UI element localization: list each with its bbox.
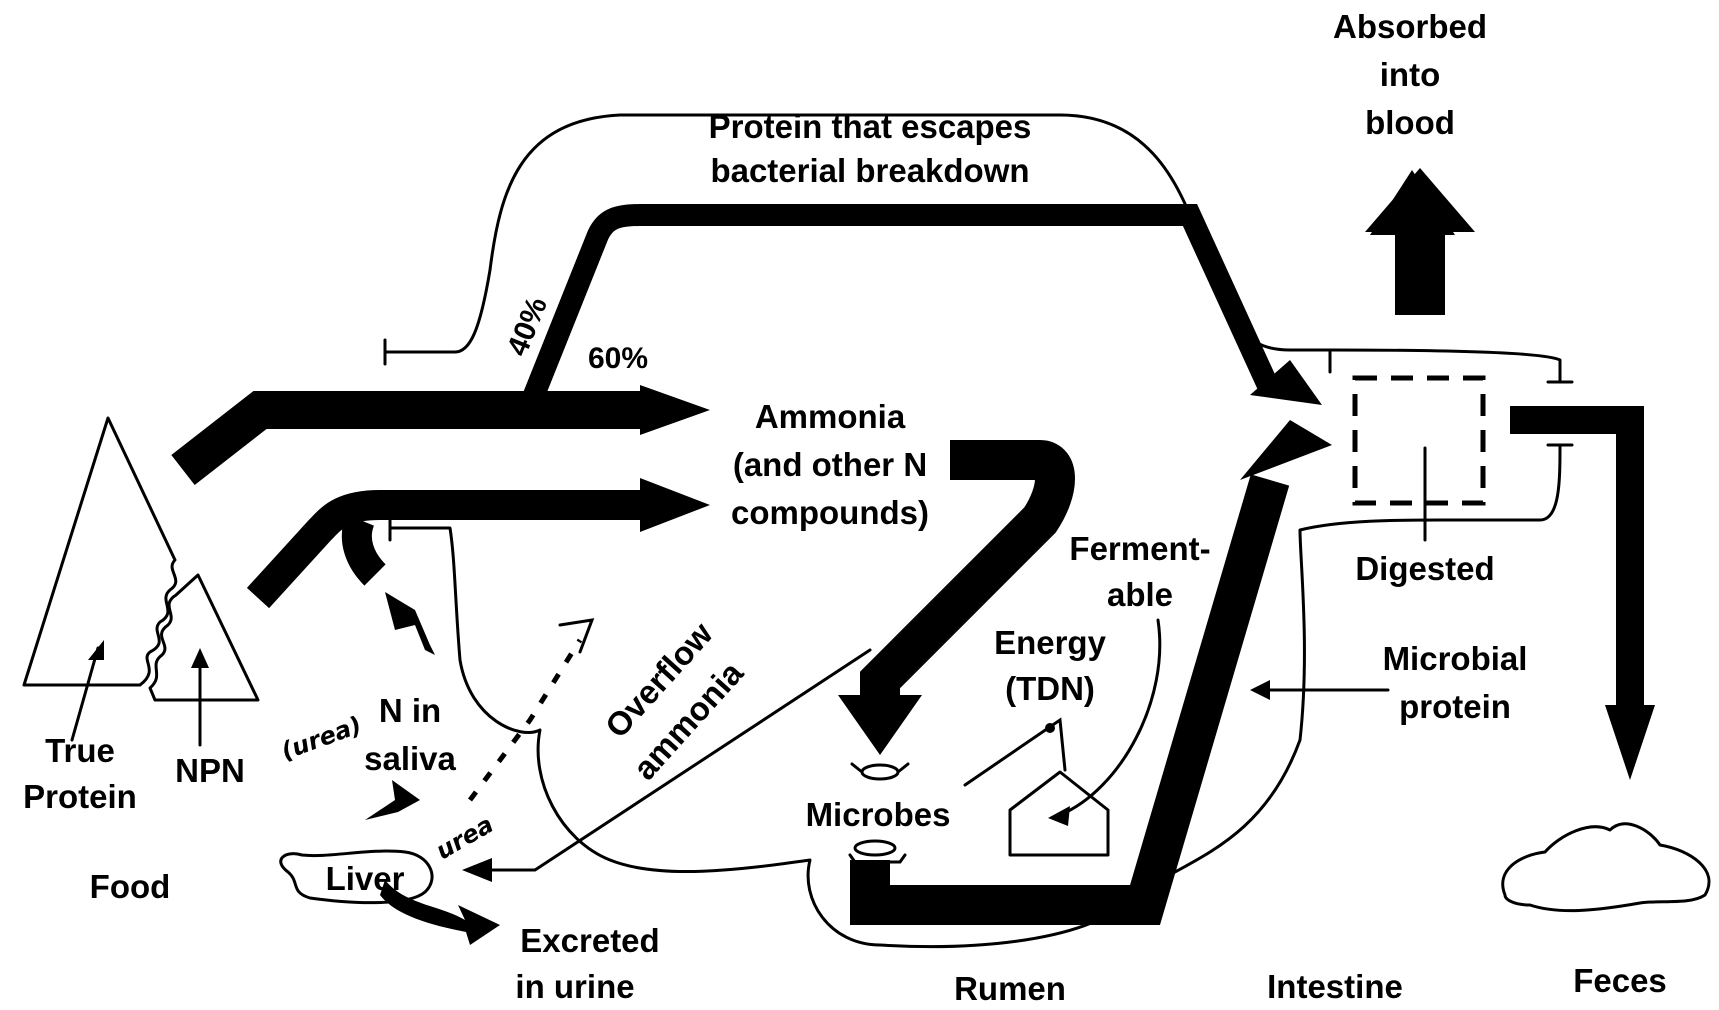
ammonia-arrow-head-2 <box>640 478 710 532</box>
energy-label-line2: (TDN) <box>1005 670 1095 707</box>
absorbed-label-line1: Absorbed <box>1333 8 1487 45</box>
digested-label: Digested <box>1355 550 1494 587</box>
intestine-label: Intestine <box>1267 968 1403 1005</box>
true-protein-label-line2: Protein <box>23 778 137 815</box>
escape-label-line2: bacterial breakdown <box>710 152 1029 189</box>
absorbed-label-line3: blood <box>1365 104 1455 141</box>
fermentable-label-line2: able <box>1107 576 1173 613</box>
saliva-inflow <box>357 520 375 575</box>
food-label: Food <box>90 868 171 905</box>
ammonia-label-line3: compounds) <box>731 494 929 531</box>
n-saliva-label-line2: saliva <box>364 740 456 777</box>
absorbed-arrow-head <box>1365 168 1475 232</box>
microbe-icon-top <box>852 764 908 779</box>
pct-60-label: 60% <box>588 342 648 375</box>
liver-to-saliva-arrow <box>365 780 420 820</box>
energy-node <box>1045 723 1055 733</box>
digested-box <box>1355 378 1483 503</box>
true-protein-triangle <box>24 418 176 685</box>
true-protein-flow <box>183 410 640 470</box>
microbes-label: Microbes <box>806 796 951 833</box>
rumen-label: Rumen <box>954 970 1066 1007</box>
microbial-arrow-head <box>1240 420 1332 480</box>
absorbed-arrow-shaft <box>1395 230 1445 315</box>
saliva-up-arrow <box>385 592 435 655</box>
excreted-label-line1: Excreted <box>520 922 659 959</box>
urea-label-2: urea <box>431 810 498 865</box>
urea-dotted-head <box>560 620 592 652</box>
microbial-protein-pointer-head <box>1250 680 1270 700</box>
absorbed-label-line2: into <box>1380 56 1440 93</box>
feces-flow <box>1510 420 1630 710</box>
microbial-protein-label-line1: Microbial <box>1383 640 1528 677</box>
microbe-icon-bottom <box>850 841 905 862</box>
ammonia-label-line1: Ammonia <box>755 398 906 435</box>
true-protein-label-line1: True <box>45 732 115 769</box>
fermentable-label-line1: Ferment- <box>1069 530 1210 567</box>
n-saliva-label-line1: N in <box>379 692 441 729</box>
excreted-label-line2: in urine <box>515 968 634 1005</box>
liver-label: Liver <box>326 860 405 897</box>
microbes-arrow-head <box>838 695 922 755</box>
urea-dotted-path <box>470 640 580 800</box>
escape-label-line1: Protein that escapes <box>709 108 1032 145</box>
npn-flow <box>258 505 640 598</box>
rumen-body-outline <box>390 445 1560 947</box>
feces-label: Feces <box>1573 962 1667 999</box>
energy-label-line1: Energy <box>994 624 1107 661</box>
feces-arrow-head <box>1605 705 1655 780</box>
npn-pointer-head <box>191 648 209 668</box>
ammonia-label-line2: (and other N <box>733 446 927 483</box>
ammonia-arrow-head-1 <box>640 385 710 435</box>
feces-blob <box>1503 824 1709 911</box>
true-protein-pointer <box>72 648 98 740</box>
npn-label: NPN <box>175 752 245 789</box>
fermentable-pointer-head <box>1048 806 1070 826</box>
microbial-protein-label-line2: protein <box>1399 688 1511 725</box>
overflow-arrow-head <box>462 858 492 882</box>
urea-label-1: (urea) <box>277 711 365 766</box>
escape-flow <box>530 215 1270 405</box>
true-protein-pointer-head <box>88 640 104 660</box>
